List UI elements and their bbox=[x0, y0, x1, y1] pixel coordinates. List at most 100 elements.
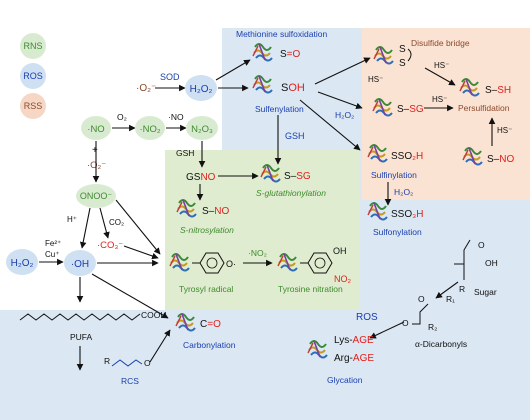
sulfinylation-label: Sulfinylation bbox=[371, 170, 417, 180]
arrow-onoo-to-co3 bbox=[99, 207, 110, 239]
lys-age-group: Lys-AGE bbox=[334, 335, 374, 346]
arrow-disulfide-to-persulfide bbox=[424, 67, 456, 86]
s-nitrosylation-label: S-nitrosylation bbox=[180, 225, 234, 235]
oh-radical-label: ·OH bbox=[71, 259, 89, 270]
so2h-group: SSO₂H bbox=[391, 151, 423, 162]
arg-age-group: Arg-AGE bbox=[334, 353, 374, 364]
nitration-ring bbox=[307, 252, 333, 274]
gsno-group: GSNO bbox=[186, 172, 216, 183]
glycation-label: Glycation bbox=[327, 375, 363, 385]
disulfide-bridge-label: Disulfide bridge bbox=[411, 38, 470, 48]
cooh-label: COOH bbox=[141, 310, 167, 320]
methionine-sulfoxidation-label: Methionine sulfoxidation bbox=[236, 29, 327, 39]
rcs-structure bbox=[111, 359, 143, 367]
arrow-sulfenylation-to-ssg bbox=[317, 91, 363, 110]
no-mid-label: ·NO bbox=[168, 112, 184, 122]
dicarb-r2-label: R₂ bbox=[428, 322, 437, 332]
legend-rss-circle bbox=[20, 93, 46, 119]
n2o3-circle bbox=[186, 116, 218, 140]
arrow-dicarbonyl-to-age bbox=[369, 321, 405, 339]
sod-label: SOD bbox=[160, 72, 180, 82]
disulfide-s-lower: S bbox=[399, 58, 406, 69]
superoxide-label: ·O₂⁻ bbox=[136, 83, 156, 94]
sugar-r-label: R bbox=[459, 284, 465, 294]
legend-rns-label: RNS bbox=[23, 41, 42, 51]
oh-group-label: OH bbox=[333, 246, 347, 256]
hs-label-4: HS⁻ bbox=[497, 126, 512, 135]
tyrosine-nitration-label: Tyrosine nitration bbox=[278, 284, 343, 294]
ros-glycation-label: ROS bbox=[356, 312, 378, 323]
arrow-sulfenylation-to-sulfinylation bbox=[299, 99, 361, 151]
legend-ros-circle bbox=[20, 63, 46, 89]
hs-label-1: HS⁻ bbox=[368, 75, 383, 84]
h-plus-label: H⁺ bbox=[67, 215, 77, 224]
hs-label-3: HS⁻ bbox=[432, 95, 447, 104]
gsh-left-label: GSH bbox=[176, 148, 194, 158]
tyrosyl-radical-label: Tyrosyl radical bbox=[179, 284, 233, 294]
arrow-onoo-to-oh bbox=[79, 207, 91, 249]
no2-label: ·NO₂ bbox=[139, 124, 160, 135]
dicarb-o1-label: O bbox=[418, 294, 425, 304]
no2-2-label: ·NO₂ bbox=[248, 248, 267, 258]
h2o2-top-label: H₂O₂ bbox=[190, 84, 213, 95]
s-sh-group: S–SH bbox=[485, 85, 511, 96]
s-no-group: S–NO bbox=[202, 206, 229, 217]
plus-label: + bbox=[92, 145, 98, 156]
no-radical-label: ·NO bbox=[87, 124, 104, 135]
h2o2-top-circle bbox=[185, 75, 217, 101]
pufa-label: PUFA bbox=[70, 332, 93, 342]
no-circle bbox=[81, 116, 111, 140]
sugar-o-label: O bbox=[478, 240, 485, 250]
arrow-rcs-to-carbonyl bbox=[149, 329, 171, 363]
tyrosyl-ring bbox=[199, 252, 225, 274]
s-glutathionylation-label: S-glutathionylation bbox=[256, 188, 326, 198]
persulfidation-label: Persulfidation bbox=[458, 103, 510, 113]
co2-label: CO₂ bbox=[109, 218, 124, 227]
arrow-sugar-to-dicarbonyl bbox=[435, 281, 459, 299]
co3-label: ·CO₃⁻ bbox=[97, 240, 123, 251]
sulfonylation-label: Sulfonylation bbox=[373, 227, 422, 237]
no2-group-label: NO₂ bbox=[334, 274, 352, 284]
o-radical-label: O· bbox=[226, 259, 236, 269]
sugar-label: Sugar bbox=[474, 287, 497, 297]
dicarb-r1-label: R₁ bbox=[446, 294, 455, 304]
s-sg-group: S–SG bbox=[397, 104, 424, 115]
h2o2-left-label: H₂O₂ bbox=[11, 258, 34, 269]
pufa-chain bbox=[19, 313, 141, 321]
legend-ros-label: ROS bbox=[23, 71, 43, 81]
no2-circle bbox=[135, 116, 165, 140]
onoo-circle bbox=[76, 184, 116, 208]
nitration-ring-inner bbox=[314, 257, 326, 269]
dicarb-o2-label: O bbox=[402, 318, 409, 328]
s-sg2-group: S–SG bbox=[284, 171, 311, 182]
sulfenylation-label: Sulfenylation bbox=[255, 104, 304, 114]
s-eq-o-group: S=O bbox=[280, 49, 301, 60]
n2o3-label: N₂O₃ bbox=[191, 124, 213, 135]
arrow-h2o2-to-methionine bbox=[215, 59, 251, 81]
onoo-label: ONOO⁻ bbox=[80, 191, 113, 201]
sugar-oh-label: OH bbox=[485, 258, 498, 268]
superoxide-2-label: ·O₂⁻ bbox=[87, 160, 106, 171]
r-group-label: R bbox=[104, 356, 110, 366]
h2o2-left-circle bbox=[6, 249, 38, 275]
hs-label-2: HS⁻ bbox=[434, 61, 449, 70]
c-eq-o-group: C=O bbox=[200, 319, 221, 330]
dicarbonyls-label: α-Dicarbonyls bbox=[415, 339, 467, 349]
arrow-oh-to-carbonyl bbox=[91, 273, 169, 319]
rcs-label: RCS bbox=[121, 376, 139, 386]
legend-rns-circle bbox=[20, 33, 46, 59]
fe-label: Fe²⁺ bbox=[45, 239, 61, 248]
s-no-right-group: S–NO bbox=[487, 154, 514, 165]
so3h-group: SSO₃H bbox=[391, 209, 423, 220]
arrow-co3-to-tyrosyl bbox=[123, 245, 159, 260]
dicarbonyl-structure bbox=[412, 303, 429, 325]
o2-label: O₂ bbox=[117, 112, 127, 122]
arrow-onoo-to-tyrosyl bbox=[115, 199, 161, 255]
carbonylation-label: Carbonylation bbox=[183, 340, 236, 350]
h2o2-mid-label: H₂O₂ bbox=[335, 110, 354, 120]
rns-region-background bbox=[165, 150, 360, 310]
oh-circle bbox=[64, 250, 96, 276]
disulfide-bridge-bond bbox=[407, 48, 412, 62]
